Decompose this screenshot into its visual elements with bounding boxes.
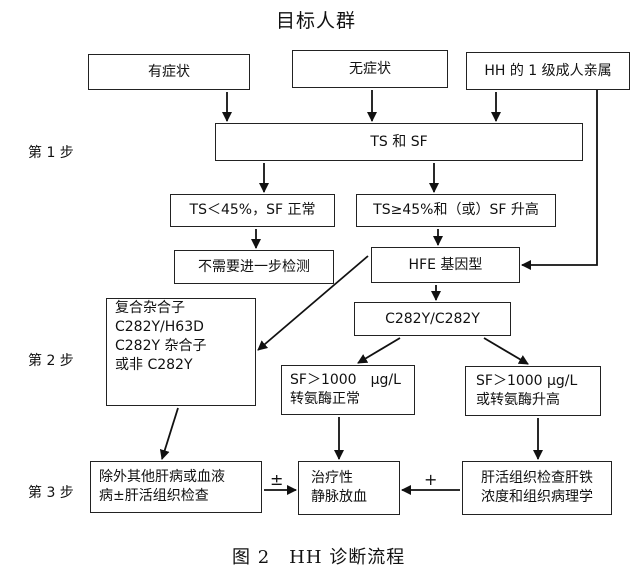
exclude-other-disease-box: 除外其他肝病或血液 病±肝活组织检查: [90, 461, 262, 513]
exclude-line-2: 病±肝活组织检查: [99, 488, 209, 504]
compound-line-2: C282Y/H63D: [115, 318, 204, 335]
sf-high-line-2: 或转氨酶升高: [476, 392, 560, 408]
step-1-label: 第 1 步: [28, 145, 74, 161]
asymptomatic-box: 无症状: [292, 50, 448, 88]
no-further-test-box: 不需要进一步检测: [174, 250, 334, 284]
sf-normal-line-1: SF＞1000 μg/L: [290, 372, 401, 389]
phlebotomy-line-2: 静脉放血: [311, 489, 367, 505]
sf-high-line-1: SF＞1000 μg/L: [476, 373, 578, 390]
hfe-genotype-text: HFE 基因型: [408, 256, 483, 273]
sf-normal-line-2: 转氨酶正常: [290, 391, 360, 407]
ts-sf-box: TS 和 SF: [215, 123, 583, 161]
homozygous-text: C282Y/C282Y: [385, 310, 480, 327]
compound-line-4: 或非 C282Y: [115, 356, 193, 373]
step-2-label: 第 2 步: [28, 353, 74, 369]
ts-sf-text: TS 和 SF: [370, 133, 428, 150]
step-3-label: 第 3 步: [28, 485, 74, 501]
asymptomatic-text: 无症状: [349, 60, 391, 77]
compound-line-3: C282Y 杂合子: [115, 337, 207, 354]
no-further-test-text: 不需要进一步检测: [198, 258, 310, 275]
liver-biopsy-line-2: 浓度和组织病理学: [481, 489, 593, 505]
first-degree-relatives-text: HH 的 1 级成人亲属: [484, 62, 612, 79]
arrow-compound-to-exclude: [159, 407, 179, 460]
first-degree-relatives-box: HH 的 1 级成人亲属: [466, 52, 630, 90]
phlebotomy-box: 治疗性 静脉放血: [298, 461, 400, 515]
ts-high-text: TS≥45%和（或）SF 升高: [373, 202, 539, 219]
exclude-line-1: 除外其他肝病或血液: [99, 469, 225, 486]
ts-high-box: TS≥45%和（或）SF 升高: [356, 194, 556, 227]
sf-high-box: SF＞1000 μg/L 或转氨酶升高: [465, 366, 601, 416]
ts-normal-text: TS＜45%，SF 正常: [189, 202, 316, 219]
arrow-homozygous-to-sf-high: [483, 337, 529, 365]
liver-biopsy-box: 肝活组织检查肝铁 浓度和组织病理学: [462, 461, 612, 515]
symptomatic-text: 有症状: [148, 63, 190, 80]
homozygous-box: C282Y/C282Y: [354, 302, 511, 336]
symptomatic-box: 有症状: [88, 54, 250, 90]
liver-biopsy-line-1: 肝活组织检查肝铁: [481, 470, 593, 487]
arrow-hfe-to-compound: [257, 255, 369, 351]
phlebotomy-line-1: 治疗性: [311, 470, 353, 487]
plus-label: +: [424, 470, 438, 489]
sf-normal-box: SF＞1000 μg/L 转氨酶正常: [281, 365, 415, 415]
compound-line-1: 复合杂合子: [115, 300, 185, 316]
arrow-homozygous-to-sf-normal: [357, 337, 401, 364]
figure-caption: 图 2 HH 诊断流程: [232, 547, 406, 568]
ts-normal-box: TS＜45%，SF 正常: [170, 194, 335, 227]
diagram-title: 目标人群: [276, 10, 357, 32]
plus-minus-label: ±: [270, 470, 284, 489]
compound-heterozygote-box: 复合杂合子 C282Y/H63D C282Y 杂合子 或非 C282Y: [106, 298, 256, 406]
hfe-genotype-box: HFE 基因型: [371, 247, 520, 283]
arrow-relatives-to-hfe: [521, 90, 598, 270]
